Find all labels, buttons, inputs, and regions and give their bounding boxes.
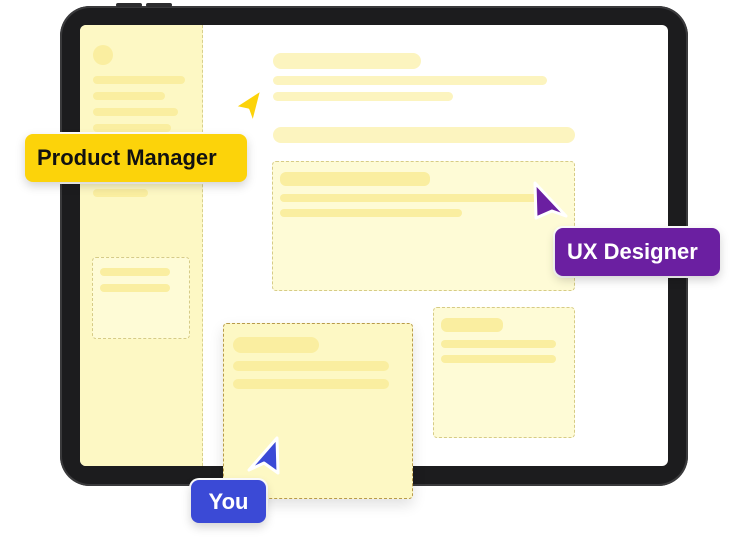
sidebar-line [93, 124, 171, 132]
card-line-placeholder [280, 194, 550, 202]
you-cursor-icon [247, 436, 280, 475]
card-line-placeholder [280, 209, 462, 217]
product-manager-cursor-icon [232, 87, 264, 126]
dragged-card-placeholder[interactable] [223, 323, 413, 499]
small-card-placeholder [433, 307, 575, 438]
sidebar-card-placeholder [92, 257, 190, 339]
text-line-placeholder [273, 92, 453, 101]
small-card-line-placeholder [441, 355, 556, 363]
small-card-line-placeholder [441, 340, 556, 348]
ux-designer-cursor-icon [533, 181, 568, 220]
sidebar-line [93, 108, 178, 116]
tablet-top-button [116, 3, 142, 7]
card-title-placeholder [280, 172, 430, 186]
sidebar-line [93, 92, 165, 100]
tablet-top-button [146, 3, 172, 7]
small-card-title-placeholder [441, 318, 503, 332]
sidebar-card-line [100, 284, 170, 292]
search-bar-placeholder [273, 127, 575, 143]
you-label: You [191, 480, 266, 523]
dragged-card-title-placeholder [233, 337, 319, 353]
product-manager-label: Product Manager [25, 134, 247, 182]
ux-designer-label: UX Designer [555, 228, 720, 276]
sidebar-line [93, 76, 185, 84]
dragged-card-line-placeholder [233, 379, 389, 389]
content-card-placeholder [272, 161, 575, 291]
text-line-placeholder [273, 76, 547, 85]
sidebar-card-line [100, 268, 170, 276]
wireframe-sidebar [80, 25, 203, 466]
dragged-card-line-placeholder [233, 361, 389, 371]
heading-placeholder [273, 53, 421, 69]
sidebar-avatar-placeholder [93, 45, 113, 65]
sidebar-line [93, 189, 148, 197]
